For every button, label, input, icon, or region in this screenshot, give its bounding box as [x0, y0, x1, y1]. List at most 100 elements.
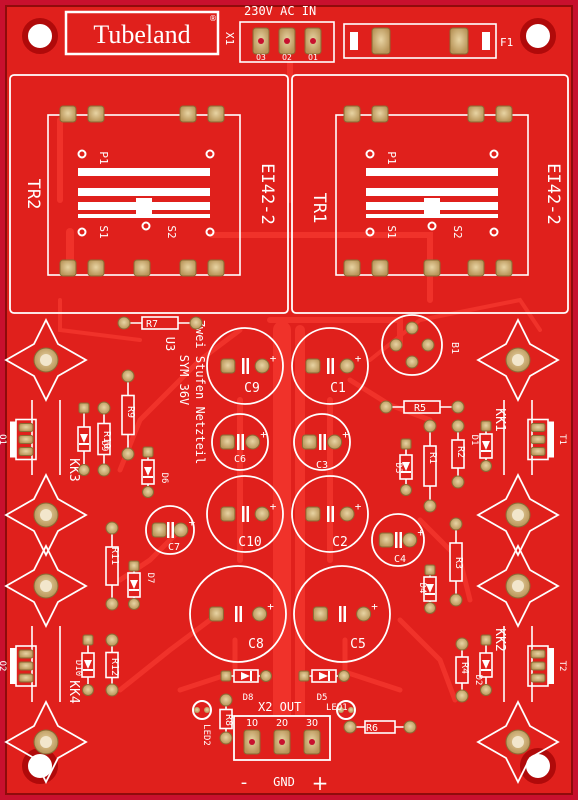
diode-pad [400, 484, 412, 496]
resistor-r10: R10 [97, 401, 112, 477]
component-ref-label: C2 [332, 535, 348, 550]
diode-pad [82, 634, 94, 646]
component-ref-label: + [371, 600, 378, 613]
capacitor-plate [171, 522, 174, 538]
capacitor-c7: +C7 [145, 505, 195, 555]
component-ref-label: C10 [238, 535, 261, 550]
transistor-pad [530, 661, 546, 671]
resistor-r9: R9 [121, 369, 136, 461]
output-connector-x2: X2 OUT 1O 2O 3O - GND + [233, 700, 331, 795]
component-ref-label: + [270, 352, 277, 365]
component-ref-label: + [267, 600, 274, 613]
output-minus: - [241, 772, 248, 793]
transistor-pad [18, 673, 34, 683]
component-ref-label: + [342, 428, 349, 441]
transistor-pad [18, 649, 34, 659]
diode-symbol [241, 672, 250, 680]
capacitor-pad [220, 506, 236, 522]
capacitor-plate [343, 606, 346, 622]
led-2: LED2 [192, 700, 212, 746]
capacitor-pad [378, 532, 394, 548]
board-title-line2: SYM 36V [177, 355, 191, 406]
output-gnd-label: GND [273, 775, 295, 789]
component-ref-label: R7 [146, 319, 158, 330]
capacitor-pad [151, 522, 167, 538]
tr1-type: EI42-2 [543, 163, 563, 224]
led2-ref: LED2 [201, 724, 211, 746]
diode-symbol [426, 584, 434, 593]
transformer-tr1: TR1 EI42-2 P1 S1 S2 [291, 74, 569, 314]
resistor-pad [105, 521, 119, 535]
component-ref-label: C9 [244, 381, 260, 396]
heatsink-mount-hole [512, 354, 524, 366]
diode-pad [480, 460, 492, 472]
component-ref-label: T2 [557, 661, 567, 672]
diode-bar [425, 593, 435, 595]
tr2-p1: P1 [97, 151, 110, 164]
resistor-body [364, 720, 396, 734]
component-ref-label: Q1 [0, 434, 7, 445]
tr2-s2: S2 [165, 225, 178, 238]
resistor-pad [105, 633, 119, 647]
component-ref-label: + [260, 428, 267, 441]
capacitor-c10: + C10 [206, 475, 284, 553]
resistor-body [423, 445, 437, 487]
component-ref-label: C4 [394, 554, 406, 565]
diode-bar [481, 669, 491, 671]
board-title-line1: Zwei Stufen Netzteil [193, 320, 207, 465]
component-ref-label: D2 [473, 675, 483, 686]
tr2-type: EI42-2 [257, 163, 277, 224]
resistor-pad [97, 463, 111, 477]
component-ref-label: + [270, 500, 277, 513]
transistor-pad [530, 435, 546, 444]
component-ref-label: D7 [145, 573, 155, 584]
input-label: 230V AC IN [244, 4, 316, 18]
transistor-tab [10, 648, 16, 684]
resistor-r2: R2 [451, 419, 466, 489]
capacitors: +C9+C1+C6+C3+C10+C2+C7+C4+C8+C5 [145, 327, 425, 663]
tr1-s1: S1 [385, 225, 398, 238]
capacitor-pad [245, 434, 261, 450]
capacitor-pad [312, 606, 328, 622]
resistor-r3: R3 [449, 517, 464, 607]
resistor-body [105, 546, 119, 586]
diode-pad [424, 564, 436, 576]
capacitor-outline [291, 475, 369, 553]
capacitor-outline [206, 475, 284, 553]
capacitor-outline [145, 505, 195, 555]
component-ref-label: KK3 [66, 458, 81, 481]
capacitor-c3: +C3 [293, 413, 351, 471]
resistor-pad [105, 683, 119, 697]
component-ref-label: C5 [350, 637, 366, 652]
diode-d7: D7 [127, 560, 155, 610]
resistor-r11: R11 [105, 521, 120, 611]
bridge-rectifier-b1: B1 [381, 314, 460, 376]
capacitor-outline [293, 565, 391, 663]
diode-symbol [482, 441, 490, 450]
diode-pad [260, 670, 272, 682]
capacitor-outline [189, 565, 287, 663]
diode-pad [128, 598, 140, 610]
capacitor-plate [331, 506, 334, 522]
capacitor-pad [219, 434, 235, 450]
brand-text: Tubeland [93, 20, 190, 49]
component-ref-label: R10 [101, 431, 112, 449]
transistor-pad [530, 673, 546, 683]
diode-bar [129, 589, 139, 591]
component-ref-label: D10 [73, 660, 83, 676]
resistor-pad [451, 419, 465, 433]
input-connector-ref: X1 [223, 32, 236, 45]
capacitor-pad [301, 434, 317, 450]
heatsink-mount-hole [40, 354, 52, 366]
component-ref-label: R5 [414, 403, 426, 414]
capacitor-pad [254, 358, 270, 374]
board-title: Zwei Stufen Netzteil SYM 36V U3 [163, 320, 207, 465]
capacitor-plate [167, 522, 170, 538]
transistor-tab [10, 421, 16, 458]
diode-pad [400, 438, 412, 450]
capacitor-c8: +C8 [189, 565, 287, 663]
diode-bar [328, 671, 330, 681]
